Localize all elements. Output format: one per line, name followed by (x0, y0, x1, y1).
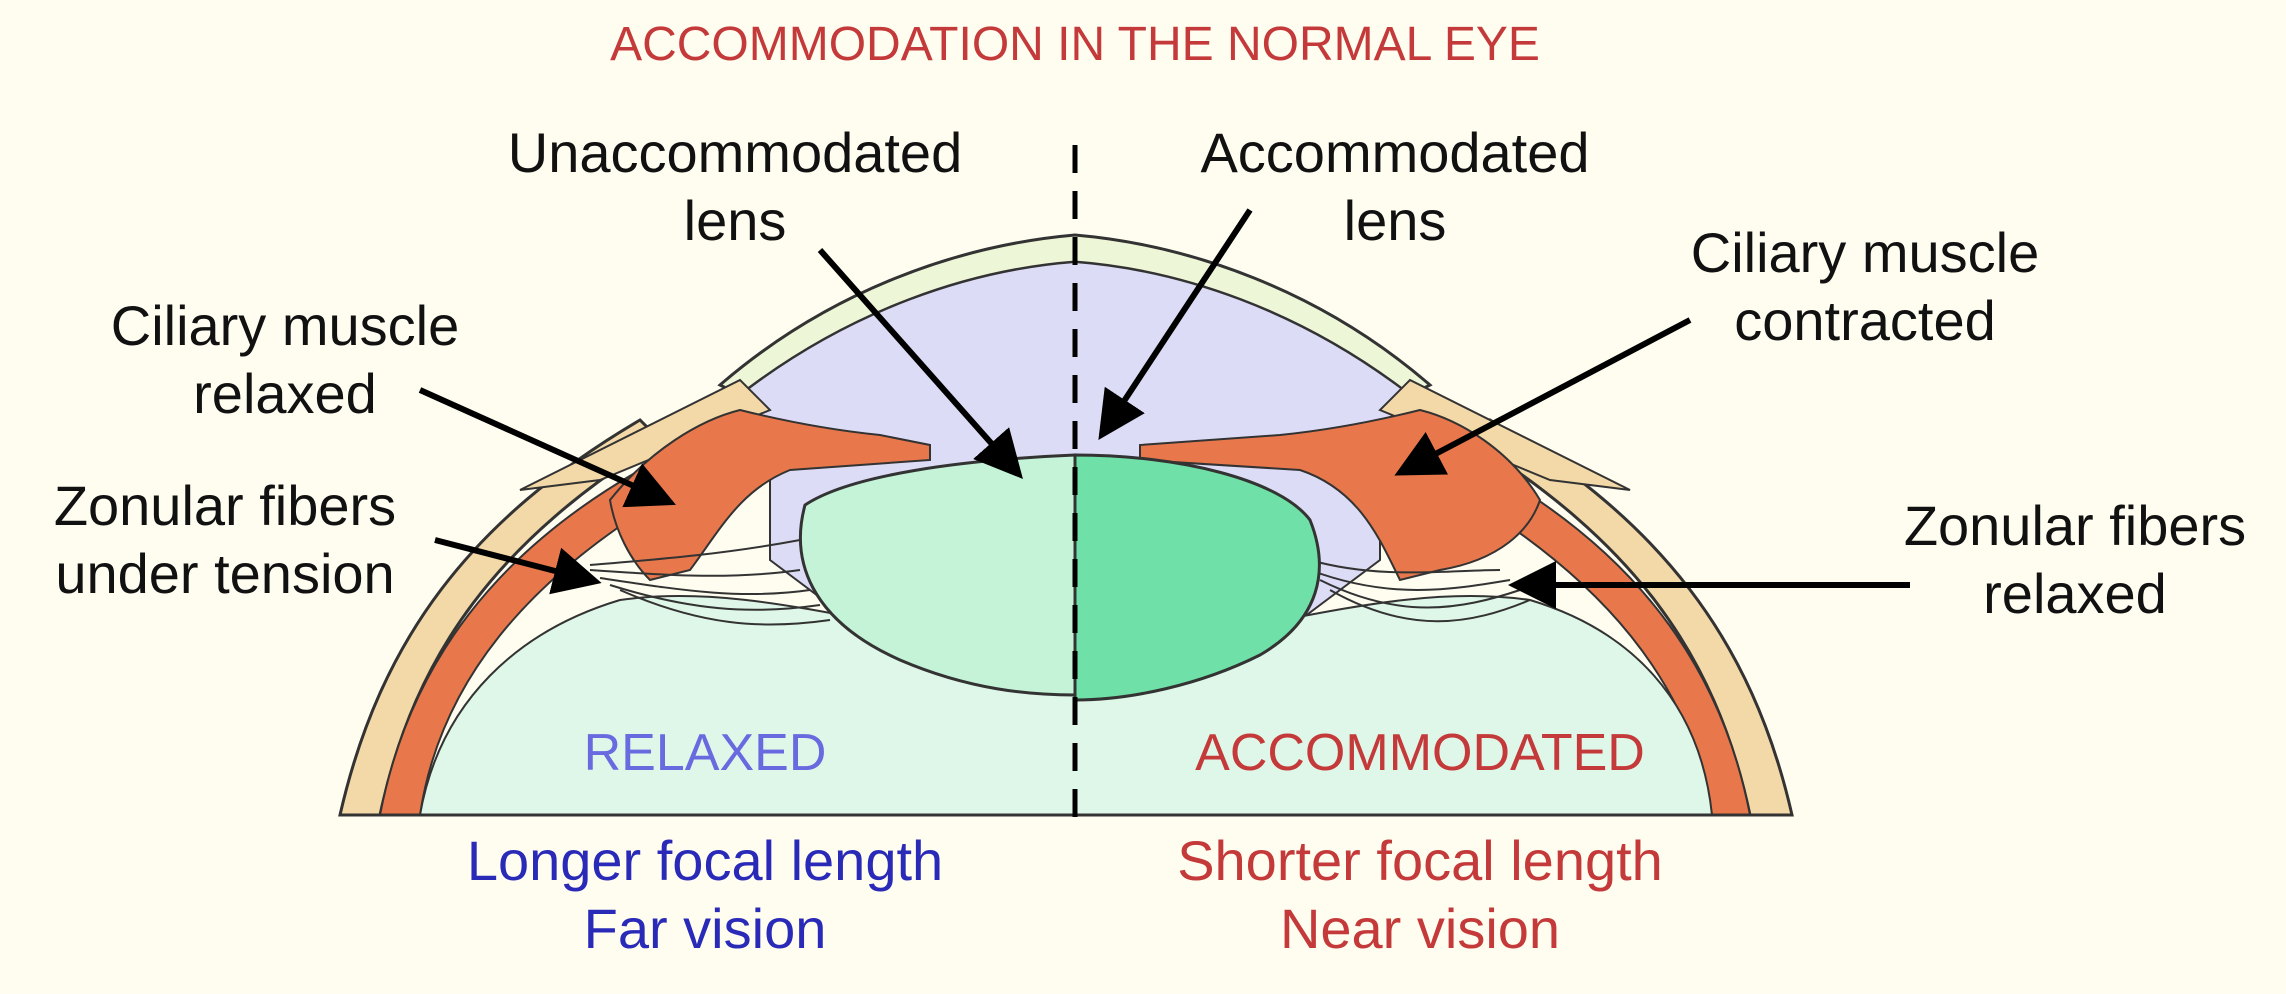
label-ciliary-contracted-line2: contracted (1734, 289, 1996, 352)
lens-unaccommodated (798, 453, 1077, 697)
state-accommodated: ACCOMMODATED (1195, 724, 1645, 782)
label-unaccommodated-lens-line2: lens (684, 189, 787, 252)
arrow-accommodated-lens (1098, 208, 1253, 441)
label-accommodated-lens-line1: Accommodated (1200, 121, 1589, 184)
label-zonular-relaxed-line2: relaxed (1983, 562, 2167, 625)
label-accommodated-lens-line2: lens (1344, 189, 1447, 252)
label-unaccommodated-lens-line1: Unaccommodated (508, 121, 962, 184)
label-ciliary-relaxed-line2: relaxed (193, 362, 377, 425)
arrow-unaccommodated-lens (817, 248, 1023, 479)
label-ciliary-contracted-line1: Ciliary muscle (1691, 221, 2040, 284)
arrow-ciliary-relaxed (418, 387, 676, 508)
label-zonular-tension-line1: Zonular fibers (54, 474, 396, 537)
diagram-title: ACCOMMODATION IN THE NORMAL EYE (610, 18, 1540, 71)
label-zonular-relaxed-line1: Zonular fibers (1904, 494, 2246, 557)
zonular-fibers-relaxed (1309, 559, 1531, 623)
state-relaxed: RELAXED (584, 724, 827, 782)
label-zonular-tension-line2: under tension (55, 542, 394, 605)
caption-left-line1: Longer focal length (467, 829, 943, 892)
lens-accommodated (1073, 453, 1321, 702)
iris-right (1378, 378, 1631, 491)
caption-left-line2: Far vision (584, 897, 827, 960)
arrow-ciliary-contracted (1394, 317, 1692, 476)
zonular-fibers-tension (589, 539, 831, 626)
arrow-zonular-tension (434, 537, 602, 595)
caption-right-line1: Shorter focal length (1177, 829, 1663, 892)
label-ciliary-relaxed-line1: Ciliary muscle (111, 294, 460, 357)
caption-right-line2: Near vision (1280, 897, 1560, 960)
